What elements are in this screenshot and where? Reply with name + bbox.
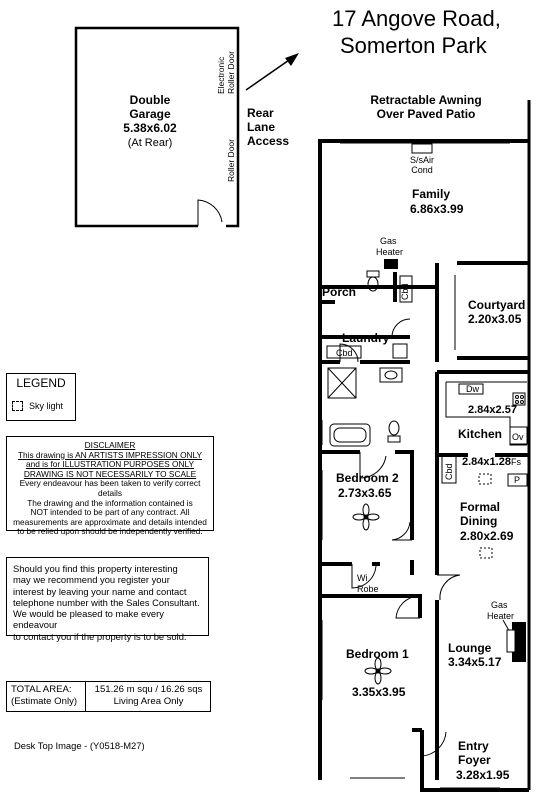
pantry-size: 2.84x1.28 (462, 456, 511, 468)
courtyard-name: Courtyard (468, 298, 525, 312)
wi-robe-1: Wi (357, 573, 368, 583)
ac-unit-icon (411, 143, 433, 154)
disclaimer-line: Every endeavour has been taken to verify… (19, 478, 201, 498)
legend-item: Sky light (12, 401, 63, 411)
ac-line-2: Cond (411, 165, 433, 175)
kitchen-size: 2.84x2.57 (468, 404, 517, 416)
awning-line-2: Over Paved Patio (377, 107, 476, 121)
skylight-icon (478, 473, 492, 485)
bedroom2-name: Bedroom 2 (336, 471, 399, 485)
disclaimer-title: DISCLAIMER (84, 440, 136, 450)
lounge-name: Lounge (448, 641, 492, 655)
garage-note: (At Rear) (128, 137, 173, 149)
access-line-2: Lane (247, 120, 275, 134)
total-area-label: TOTAL AREA: (Estimate Only) (7, 682, 86, 711)
garage-name-2: Garage (129, 107, 171, 121)
bedroom2-size: 2.73x3.65 (338, 486, 392, 500)
ceiling-fan-icon (364, 657, 392, 685)
entry-line-1: Entry (458, 739, 489, 753)
interest-line: interest by leaving your name and contac… (13, 585, 187, 597)
bathroom-fixtures (327, 367, 403, 447)
disclaimer-line: NOT intended to be part of any contract.… (30, 507, 190, 518)
pantry-cbd: Cbd (444, 463, 454, 480)
lounge-size: 3.34x5.17 (448, 655, 502, 669)
kitchen-dw: Dw (466, 384, 479, 394)
total-area: TOTAL AREA: (Estimate Only) 151.26 m squ… (6, 681, 211, 712)
disclaimer-line: measurements are approximate and details… (13, 516, 207, 527)
door-swings (339, 318, 461, 757)
garage (74, 26, 240, 228)
footer-caption: Desk Top Image - (Y0518-M27) (14, 740, 145, 751)
entry-size: 3.28x1.95 (456, 768, 510, 782)
gas-heater-top-icon (384, 259, 398, 269)
entry-line-2: Foyer (458, 753, 491, 767)
ceiling-fan-icon (352, 503, 380, 531)
cbd-laundry: Cbd (336, 348, 353, 358)
family-size: 6.86x3.99 (410, 202, 464, 216)
interest-note: Should you find this property interestin… (6, 557, 209, 642)
total-area-label-2: (Estimate Only) (11, 696, 78, 707)
disclaimer-line: and is for ILLUSTRATION PURPOSES ONLY (26, 459, 194, 470)
dining-size: 2.80x2.69 (460, 529, 514, 543)
roller-door-label: Roller Door (226, 139, 236, 182)
access-line-1: Rear (247, 106, 274, 120)
interest-line: Should you find this property interestin… (13, 563, 178, 574)
total-area-label-1: TOTAL AREA: (11, 684, 72, 695)
pantry-p: P (514, 475, 520, 485)
garage-size: 5.38x6.02 (123, 121, 177, 135)
access-arrow-icon (245, 53, 299, 91)
laundry-label: Laundry (342, 331, 390, 345)
skylight-legend-icon (12, 401, 23, 411)
family-name: Family (412, 187, 450, 201)
disclaimer-line: DRAWING IS NOT NECESSARILY TO SCALE (23, 468, 197, 479)
trough-icon (392, 343, 408, 359)
electronic-door-label-2: Roller Door (226, 51, 236, 94)
bedroom1-name: Bedroom 1 (346, 647, 409, 661)
interest-line: to contact you if the property is to be … (13, 630, 187, 642)
garage-name-1: Double (130, 93, 171, 107)
interest-line: We would be pleased to make every endeav… (13, 608, 164, 631)
disclaimer-line: The drawing and the information containe… (27, 497, 193, 508)
address-line-1: 17 Angove Road, (332, 6, 501, 31)
windows (321, 142, 510, 789)
dining-line-2: Dining (460, 514, 497, 528)
gas-heater-top-1: Gas (380, 236, 397, 246)
interest-line: telephone number with the Sales Consulta… (13, 596, 200, 608)
legend-item-label: Sky light (29, 401, 64, 411)
total-area-value-2: Living Area Only (113, 696, 184, 707)
total-area-value-1: 151.26 m squ / 16.26 sqs (94, 684, 203, 695)
legend: LEGEND Sky light (6, 373, 76, 421)
dining-line-1: Formal (460, 500, 500, 514)
gas-heater-top-2: Heater (376, 247, 403, 257)
disclaimer-line: This drawing is AN ARTISTS IMPRESSION ON… (17, 449, 203, 460)
skylight-dining-icon (479, 547, 493, 559)
kitchen-fixtures (445, 381, 528, 446)
wi-robe-2: Robe (357, 584, 379, 594)
access-line-3: Access (247, 134, 289, 148)
ac-line-1: S/sAir (410, 155, 434, 165)
total-area-value: 151.26 m squ / 16.26 sqs Living Area Onl… (87, 682, 210, 713)
address-line-2: Somerton Park (340, 33, 488, 58)
courtyard-size: 2.20x3.05 (468, 312, 522, 326)
electronic-door-label-1: Electronic (216, 56, 226, 94)
legend-title: LEGEND (16, 376, 66, 390)
disclaimer: DISCLAIMER This drawing is AN ARTISTS IM… (6, 436, 214, 536)
pantry-fs: Fs (511, 457, 521, 467)
kitchen-name: Kitchen (458, 427, 502, 441)
cbd-porch: Cbd (400, 283, 410, 300)
porch-label: Porch (322, 285, 356, 299)
gas-heater-lounge-2: Heater (487, 611, 514, 621)
awning-line-1: Retractable Awning (370, 93, 481, 107)
interest-line: may we recommend you register your (13, 574, 170, 586)
toilet-porch-icon (366, 270, 380, 292)
kitchen-ov: Ov (512, 432, 524, 442)
gas-heater-lounge-1: Gas (491, 600, 508, 610)
bedroom1-size: 3.35x3.95 (352, 685, 406, 699)
disclaimer-line: to be relied upon should be independentl… (17, 526, 203, 537)
